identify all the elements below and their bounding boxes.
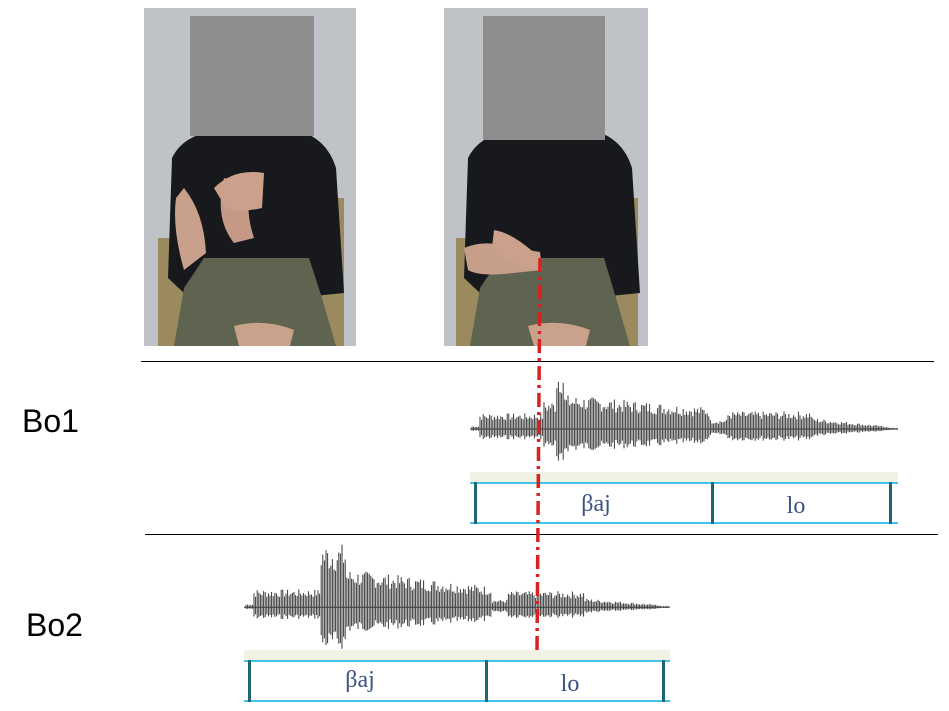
segment-boundary [248,660,251,702]
waveform-bo1 [470,381,898,461]
segment-label-baj: βaj [581,491,611,517]
segment-boundary [889,482,892,524]
segment-label-baj: βaj [345,667,375,693]
waveform-trace [470,381,898,461]
row-label-bo1: Bo1 [22,403,79,439]
face-blur-2 [483,16,605,140]
face-blur-1 [190,16,314,136]
video-frame-1 [144,8,356,346]
sync-line-stroke [535,257,542,651]
row-divider-2 [145,534,938,535]
annotation-tier-bo1: βaj lo [470,482,898,524]
waveform-trace [244,544,670,649]
row-divider-1 [141,361,934,362]
segment-boundary [485,660,488,702]
video-frame-2 [444,8,648,346]
annotation-tier-bo2: βaj lo [244,660,670,702]
segment-label-lo: lo [560,671,580,697]
segment-label-lo: lo [786,493,806,519]
waveform-bo2 [244,544,670,649]
signer-figure-1 [144,8,356,346]
row-label-bo2: Bo2 [26,607,83,643]
segment-boundary [474,482,477,524]
segment-boundary [662,660,665,702]
segment-boundary [711,482,714,524]
